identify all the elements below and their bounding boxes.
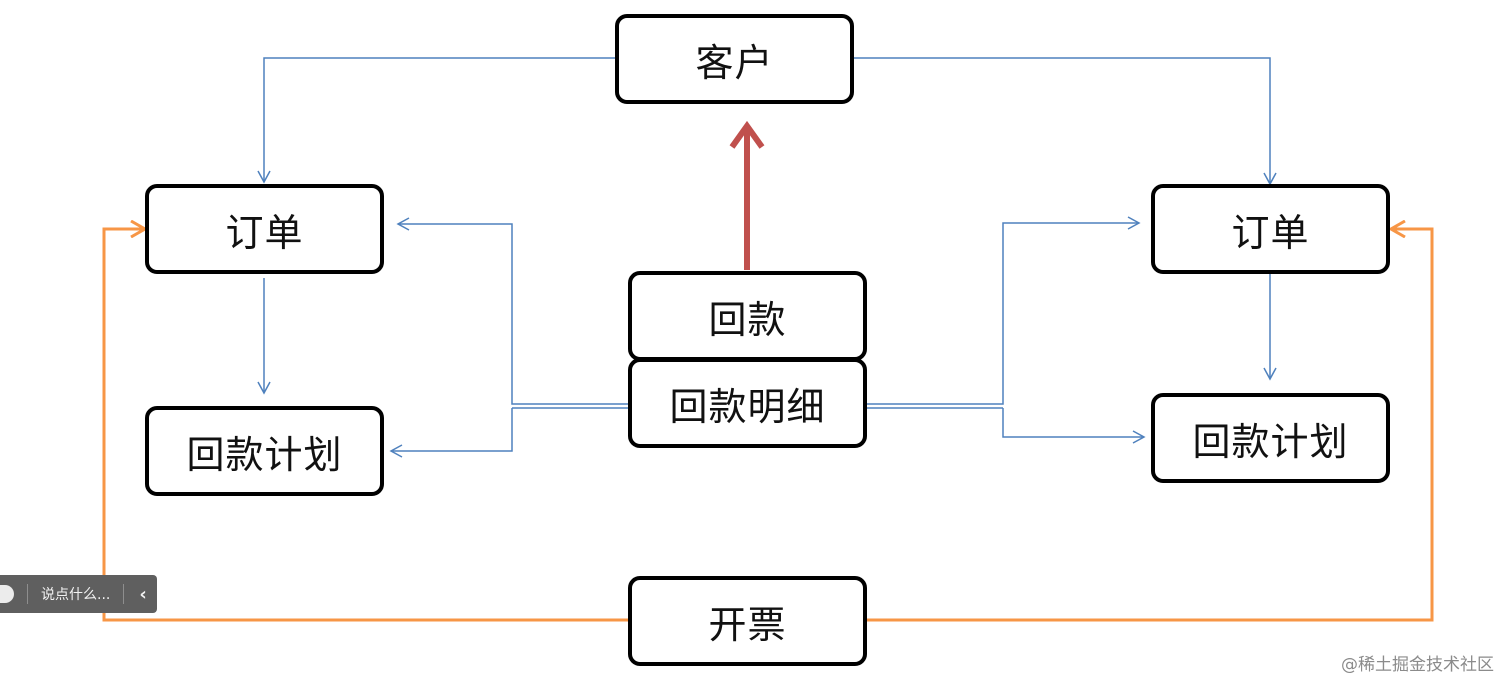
divider <box>123 584 125 604</box>
connector-invoice-to-order-right <box>865 229 1434 622</box>
divider <box>27 584 28 604</box>
payment-plan-left-node: 回款计划 <box>145 406 384 496</box>
chevron-left-icon[interactable]: ‹ <box>139 583 147 605</box>
payment-plan-right-node: 回款计划 <box>1151 393 1390 483</box>
connector-invoice-to-order-left <box>102 229 629 622</box>
customer-node: 客户 <box>615 14 854 104</box>
emoji-icon[interactable] <box>0 585 14 603</box>
order-right-node: 订单 <box>1151 184 1390 274</box>
connector-customer-to-order-right <box>853 57 1277 186</box>
order-left-node: 订单 <box>145 184 384 274</box>
connector-customer-to-order-left <box>257 57 617 184</box>
payment-node: 回款 <box>628 271 867 361</box>
connector-detail-to-right <box>861 216 1146 444</box>
payment-detail-node: 回款明细 <box>628 358 867 448</box>
invoice-node: 开票 <box>628 576 867 666</box>
watermark: @稀土掘金技术社区 <box>1341 655 1494 675</box>
connector-detail-to-left <box>389 217 629 458</box>
comment-bar[interactable]: 说点什么... ‹ <box>0 575 157 613</box>
comment-placeholder[interactable]: 说点什么... <box>41 587 111 603</box>
